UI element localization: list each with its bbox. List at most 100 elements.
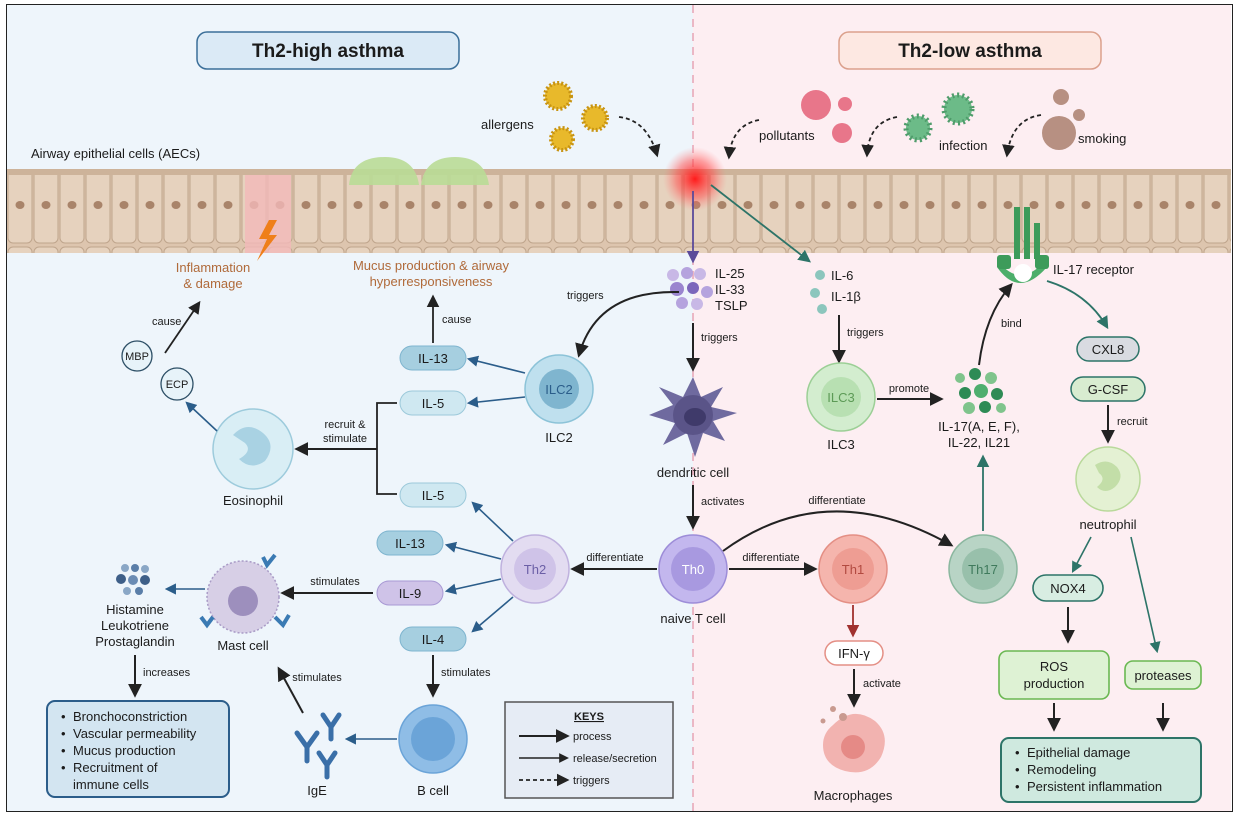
b-cell-label: B cell xyxy=(417,783,449,798)
stimulates-mast-ige-label: stimulates xyxy=(292,672,342,684)
eosinophil-label: Eosinophil xyxy=(223,493,283,508)
th2-il4-pill xyxy=(399,626,467,652)
b-cell-nucleus xyxy=(411,717,455,761)
key-release-label: release/secretion xyxy=(573,753,657,765)
histamine-label: Histamine xyxy=(106,602,164,617)
il17-receptor-label: IL-17 receptor xyxy=(1053,262,1135,277)
th2-low-title-box xyxy=(838,31,1102,70)
th2-il5-pill xyxy=(399,482,467,508)
cxl8-label: CXL8 xyxy=(1092,342,1125,357)
ilc2-label: ILC2 xyxy=(545,430,572,445)
inflammation-label-2: & damage xyxy=(183,276,242,291)
il17-products-label-1: IL-17(A, E, F), xyxy=(938,419,1020,434)
ros-label-1: ROS xyxy=(1040,659,1069,674)
th0-inner-label: Th0 xyxy=(682,562,704,577)
ilc2-il13-arrow xyxy=(466,355,526,374)
th2-nucleus xyxy=(514,548,556,590)
th2-il4-arrow xyxy=(471,596,514,633)
left-outcome-3: Mucus production xyxy=(73,743,176,758)
left-outcome-2: Vascular permeability xyxy=(73,726,197,741)
ilc3-label: ILC3 xyxy=(827,437,854,452)
epithelium-layer xyxy=(7,171,1231,253)
differentiate-th17-arrow xyxy=(722,510,954,552)
diagram-canvas: Th2-high asthma Th2-low asthma Airway ep… xyxy=(7,5,1231,811)
right-outcome-3: Persistent inflammation xyxy=(1027,779,1162,794)
stimulates-mast-ige-arrow xyxy=(277,666,304,714)
inflammation-label-1: Inflammation xyxy=(176,260,250,275)
ifng-label: IFN-γ xyxy=(838,646,870,661)
right-outcome-bullet: • xyxy=(1015,779,1020,794)
mucus-blob-icon xyxy=(421,157,489,185)
lightning-icon xyxy=(257,220,277,261)
macrophages-label: Macrophages xyxy=(814,788,893,803)
il1b-label: IL-1β xyxy=(831,289,861,304)
infection-label: infection xyxy=(939,138,987,153)
cause-mid-label: cause xyxy=(442,314,471,326)
mast-cell-label: Mast cell xyxy=(217,638,268,653)
th1-inner-label: Th1 xyxy=(842,562,864,577)
bind-arrow xyxy=(978,282,1013,366)
naive-t-cell-label: naive T cell xyxy=(660,611,725,626)
th2-il13-pill xyxy=(376,530,444,556)
right-outcome-bullet: • xyxy=(1015,745,1020,760)
th2-il9-pill xyxy=(376,580,444,606)
virus-icon xyxy=(903,92,975,143)
cause-inflammation-arrow xyxy=(164,300,201,354)
bind-label: bind xyxy=(1001,318,1022,330)
proteases-box xyxy=(1124,660,1202,690)
right-outcome-2: Remodeling xyxy=(1027,762,1096,777)
ilc2-nucleus xyxy=(539,369,579,409)
eosinophil-nucleus xyxy=(233,426,271,466)
differentiate-th1-label: differentiate xyxy=(742,552,799,564)
triggers-ilc3-label: triggers xyxy=(847,327,884,339)
alarmin-molecules-icon xyxy=(667,267,713,310)
mucus-blob-icon xyxy=(349,157,419,185)
ecp-granule xyxy=(160,367,194,401)
eosinophil-release-arrow xyxy=(185,401,218,432)
th2-low-background xyxy=(693,5,1231,811)
ilc3-nucleus xyxy=(821,377,861,417)
th2-high-title: Th2-high asthma xyxy=(252,41,404,62)
th2-il9-arrow xyxy=(444,578,502,595)
il6-molecules-icon xyxy=(810,270,827,314)
left-outcome-4b: immune cells xyxy=(73,777,149,792)
ige-receptor-icon xyxy=(199,553,291,629)
th17-inner-label: Th17 xyxy=(968,562,998,577)
ecp-label: ECP xyxy=(166,379,189,391)
smoke-particles-icon xyxy=(1042,89,1085,150)
pollutants-label: pollutants xyxy=(759,128,815,143)
recruit-stimulate-label-2: stimulate xyxy=(323,433,367,445)
alarmin-il33: IL-33 xyxy=(715,282,745,297)
stimulates-mast-label: stimulates xyxy=(310,576,360,588)
ilc2-il13-pill xyxy=(399,345,467,371)
recruit-stimulate-label-1: recruit & xyxy=(325,419,367,431)
triggers-dc-label: triggers xyxy=(701,332,738,344)
th2-inner-label: Th2 xyxy=(524,562,546,577)
left-outcome-bullet: • xyxy=(61,726,66,741)
macrophage-icon xyxy=(820,706,885,773)
smoking-trigger-arrow xyxy=(1002,114,1042,158)
activates-label: activates xyxy=(701,496,745,508)
left-outcomes-box xyxy=(46,700,230,798)
pollutants-trigger-arrow xyxy=(723,119,760,160)
keys-title: KEYS xyxy=(574,711,604,723)
ros-label-2: production xyxy=(1024,676,1085,691)
left-outcome-bullet: • xyxy=(61,760,66,775)
ifng-pill xyxy=(824,640,884,666)
ros-box xyxy=(998,650,1110,700)
activate-label: activate xyxy=(863,678,901,690)
ilc2-inner-label: ILC2 xyxy=(545,382,572,397)
increases-label: increases xyxy=(143,667,191,679)
prostaglandin-label: Prostaglandin xyxy=(95,634,175,649)
epithelium-surface xyxy=(7,169,1231,175)
th2-il4-label: IL-4 xyxy=(422,632,444,647)
nox4-pill xyxy=(1032,574,1104,602)
receptor-signal-arrow xyxy=(1046,280,1109,330)
left-outcome-4a: Recruitment of xyxy=(73,760,158,775)
th2-il5-arrow xyxy=(471,501,514,542)
il17-molecules-icon xyxy=(955,368,1006,414)
differentiate-th17-label: differentiate xyxy=(808,495,865,507)
pollutant-particles-icon xyxy=(801,90,852,143)
recruit-label: recruit xyxy=(1117,416,1148,428)
smoking-label: smoking xyxy=(1078,131,1126,146)
